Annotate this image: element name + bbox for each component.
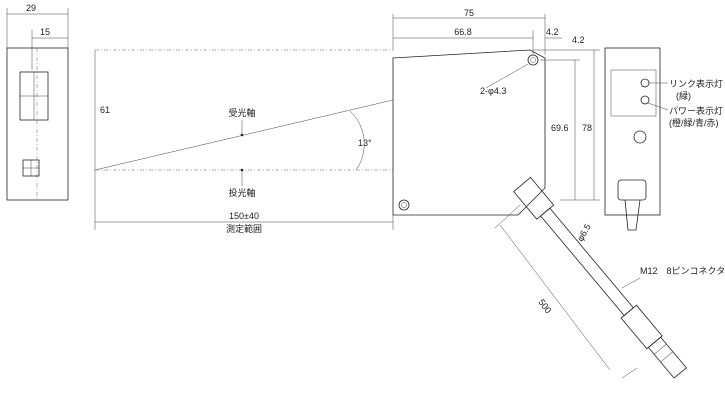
link-color-label: (緑) <box>676 90 691 101</box>
holes-label: 2-φ4.3 <box>480 86 506 96</box>
dim-15: 15 <box>40 27 50 37</box>
angle-label: 13° <box>358 138 372 148</box>
dim-69-6: 69.6 <box>551 123 569 133</box>
connector-label: M12 8ピンコネクタ <box>640 266 725 276</box>
range-label: 150±40 <box>229 211 259 221</box>
measurement-range-label: 測定範囲 <box>226 223 262 234</box>
dim-4-2-h: 4.2 <box>546 27 559 37</box>
emit-axis-label: 投光軸 <box>228 187 255 198</box>
cable-diameter-label: φ6.5 <box>575 222 593 243</box>
dim-66-8: 66.8 <box>454 27 472 37</box>
beam-geometry <box>94 49 394 230</box>
receive-axis-label: 受光軸 <box>228 107 255 118</box>
side-view <box>6 8 69 201</box>
dim-29: 29 <box>26 3 36 13</box>
link-indicator-label: リンク表示灯 <box>669 78 723 89</box>
cable-length-label: 500 <box>536 297 553 315</box>
power-colors-label: (橙/緑/青/赤) <box>669 117 719 128</box>
dim-4-2-v: 4.2 <box>572 35 585 45</box>
front-view <box>604 47 669 231</box>
dim-61: 61 <box>100 105 110 115</box>
sensor-body <box>392 14 687 379</box>
dim-78: 78 <box>582 123 592 133</box>
dim-75: 75 <box>464 8 474 18</box>
power-indicator-label: パワー表示灯 <box>669 105 723 116</box>
